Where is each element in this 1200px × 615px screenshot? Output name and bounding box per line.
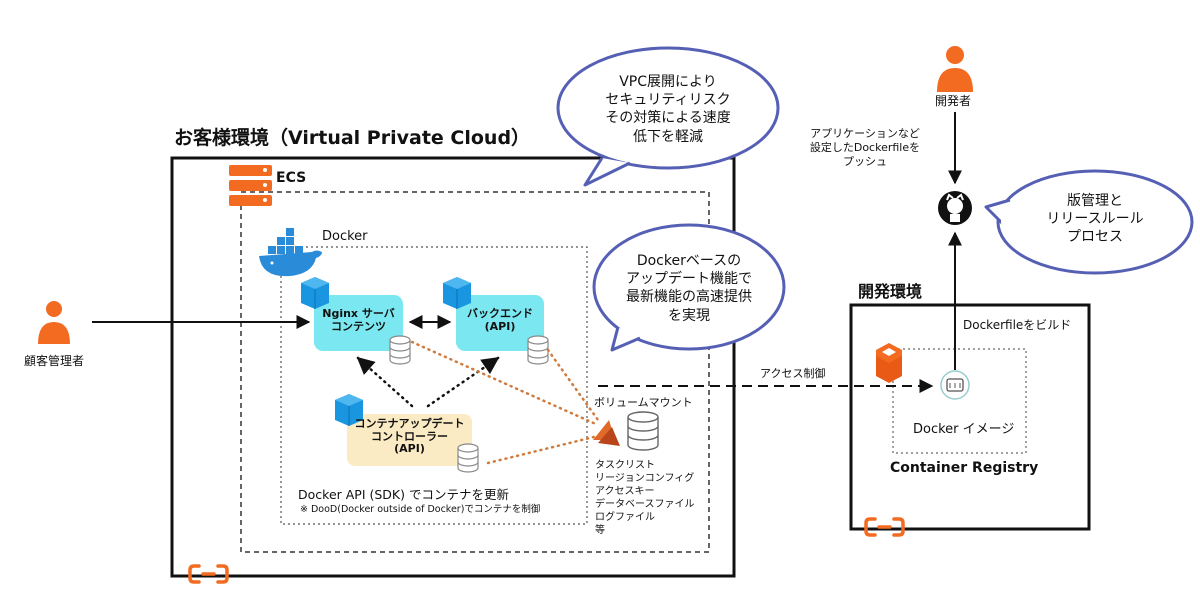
volume-link-controller bbox=[486, 434, 600, 465]
container-registry-icon bbox=[876, 343, 902, 383]
bubble-git-text: 版管理とリリースルールプロセス bbox=[1046, 193, 1144, 246]
developer-label: 開発者 bbox=[935, 94, 972, 108]
controller-label: コンテナアップデートコントローラー(API) bbox=[354, 417, 465, 456]
dood-note: ※ DooD(Docker outside of Docker)でコンテナを制御 bbox=[300, 504, 541, 515]
customer-admin-label: 顧客管理者 bbox=[24, 354, 85, 368]
database-icon bbox=[389, 335, 411, 365]
controller-node bbox=[347, 414, 472, 466]
backend-node bbox=[456, 295, 544, 351]
database-icon bbox=[527, 335, 549, 365]
vpc-title: お客様環境（Virtual Private Cloud） bbox=[174, 127, 531, 149]
access-control-label: アクセス制御 bbox=[760, 367, 826, 380]
bubble-vpc-text: VPC展開によりセキュリティリスクその対策による速度低下を軽減 bbox=[605, 74, 731, 145]
docker-label: Docker bbox=[322, 229, 368, 244]
alibaba-cloud-icon bbox=[864, 517, 905, 537]
volume-label: ボリュームマウント bbox=[594, 396, 693, 409]
nginx-node bbox=[314, 295, 403, 351]
nginx-label: Nginx サーバコンテンツ bbox=[322, 307, 395, 333]
registry-label: Container Registry bbox=[890, 460, 1039, 476]
docker-whale-icon bbox=[259, 228, 322, 277]
database-icon bbox=[627, 411, 659, 451]
build-label: Dockerfileをビルド bbox=[963, 318, 1072, 332]
vpc-boundary bbox=[170, 156, 736, 578]
push-note: アプリケーションなど設定したDockerfileをプッシュ bbox=[809, 127, 921, 168]
registry-boundary bbox=[892, 348, 1027, 454]
dev-env-boundary bbox=[849, 303, 1091, 531]
cube-icon bbox=[301, 277, 329, 309]
server-stack-icon bbox=[229, 165, 272, 206]
ecs-boundary bbox=[240, 191, 710, 553]
person-icon bbox=[38, 301, 70, 344]
volume-mount-icon bbox=[593, 420, 620, 446]
database-icon bbox=[457, 443, 479, 473]
volume-link-nginx bbox=[410, 340, 600, 427]
alibaba-cloud-icon bbox=[188, 564, 229, 584]
volume-link-backend bbox=[546, 348, 600, 422]
bubble-docker-text: Dockerベースのアップデート機能で最新機能の高速提供を実現 bbox=[626, 253, 752, 324]
ecs-label: ECS bbox=[276, 170, 307, 186]
docker-image-icon bbox=[940, 370, 970, 400]
cube-icon bbox=[443, 277, 471, 309]
volume-items: タスクリスト リージョンコンフィグ アクセスキー データベースファイル ログファ… bbox=[595, 460, 695, 536]
cube-icon bbox=[335, 394, 363, 426]
dev-env-title: 開発環境 bbox=[858, 282, 923, 301]
arrow-controller-to-backend bbox=[426, 356, 500, 408]
person-icon bbox=[937, 46, 973, 92]
backend-label: バックエンド(API) bbox=[467, 307, 533, 333]
docker-boundary bbox=[280, 246, 588, 525]
arrow-controller-to-nginx bbox=[356, 356, 414, 408]
docker-image-label: Docker イメージ bbox=[913, 422, 1015, 437]
github-icon bbox=[938, 191, 972, 225]
api-note: Docker API (SDK) でコンテナを更新 bbox=[298, 487, 509, 502]
